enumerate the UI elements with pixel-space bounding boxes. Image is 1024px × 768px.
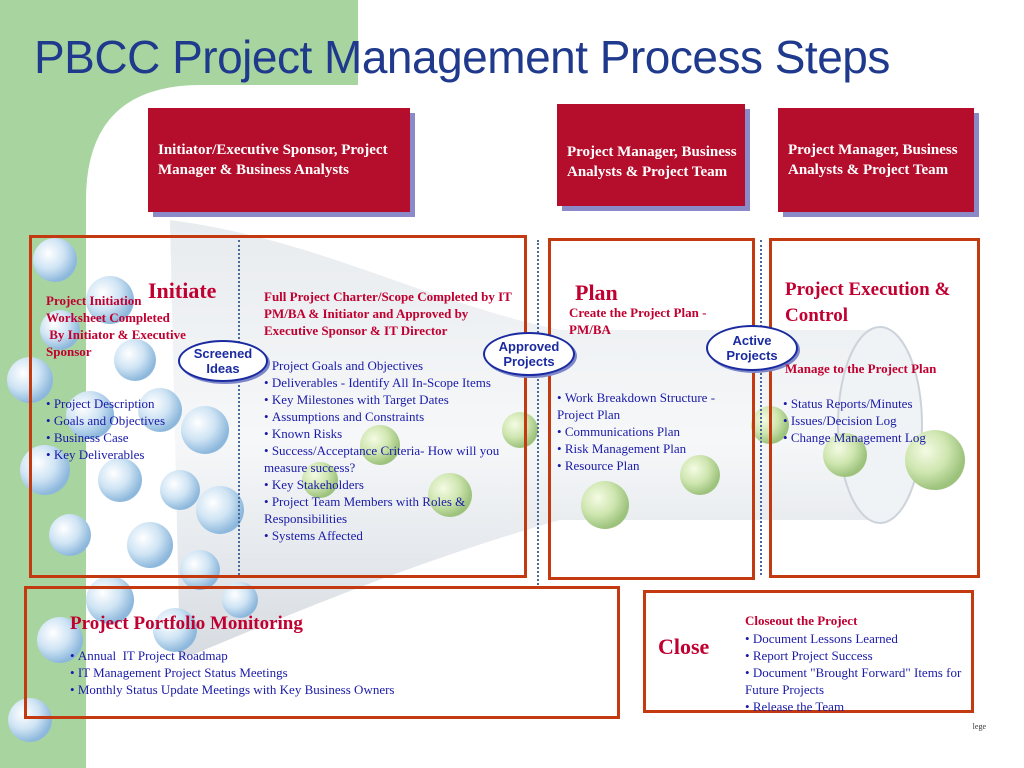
close-items: Document Lessons Learned Report Project … [745,630,967,715]
oval-line: Screened [193,346,253,361]
close-subheading: Closeout the Project [745,613,858,628]
portfolio-frame [24,586,620,719]
list-item: Key Milestones with Target Dates [264,391,514,408]
oval-line: Approved [498,339,560,354]
plan-frame [548,238,755,580]
list-item: Assumptions and Constraints [264,408,514,425]
oval-line: Ideas [206,361,240,376]
role-text: Initiator/Executive Sponsor, Project Man… [158,142,388,178]
list-item: Project Goals and Objectives [264,357,514,374]
list-item: Report Project Success [745,647,967,664]
list-item: Annual IT Project Roadmap [70,647,590,664]
list-item: Project Description [46,395,226,412]
list-item: Change Management Log [783,429,973,446]
list-item: Release the Team [745,698,967,715]
execution-heading: Project Execution & Control [785,279,951,326]
role-box-plan: Project Manager, Business Analysts & Pro… [557,104,745,206]
page-title: PBCC Project Management Process Steps [34,31,890,83]
screened-ideas-oval: Screened Ideas [178,340,268,382]
worksheet-line: Sponsor [46,344,92,359]
list-item: Success/Acceptance Criteria- How will yo… [264,442,514,476]
oval-line: Active [732,333,772,348]
role-box-initiate: Initiator/Executive Sponsor, Project Man… [148,108,410,212]
list-item: Document Lessons Learned [745,630,967,647]
approved-projects-oval: Approved Projects [483,332,575,376]
portfolio-items: Annual IT Project Roadmap IT Management … [70,647,590,698]
divider-initiate [238,240,240,575]
worksheet-line: Worksheet Completed [46,310,170,325]
execution-items: Status Reports/Minutes Issues/Decision L… [783,395,973,446]
list-item: Known Risks [264,425,514,442]
role-box-execution: Project Manager, Business Analysts & Pro… [778,108,974,212]
list-item: Business Case [46,429,226,446]
role-text: Project Manager, Business Analysts & Pro… [788,142,958,178]
list-item: Work Breakdown Structure - Project Plan [557,389,742,423]
list-item: Goals and Objectives [46,412,226,429]
oval-line: Projects [503,354,555,369]
role-text: Project Manager, Business Analysts & Pro… [567,144,737,180]
plan-subheading: Create the Project Plan - PM/BA [569,305,707,337]
divider-execution [760,240,762,575]
plan-items: Work Breakdown Structure - Project Plan … [557,389,742,474]
initiate-heading: Initiate [148,278,217,303]
oval-line: Projects [726,348,778,363]
list-item: Status Reports/Minutes [783,395,973,412]
list-item: Issues/Decision Log [783,412,973,429]
list-item: Monthly Status Update Meetings with Key … [70,681,590,698]
list-item: Key Stakeholders [264,476,514,493]
list-item: Project Team Members with Roles & Respon… [264,493,514,527]
active-projects-oval: Active Projects [706,325,798,371]
portfolio-heading: Project Portfolio Monitoring [70,613,303,634]
execution-frame [769,238,980,578]
charter-heading: Full Project Charter/Scope Completed by … [264,289,512,338]
plan-heading: Plan [575,280,618,305]
initiate-items: Project Description Goals and Objectives… [46,395,226,463]
initiate-worksheet: Project Initiation Worksheet Completed B… [46,292,206,360]
list-item: Document "Brought Forward" Items for Fut… [745,664,967,698]
execution-subheading: Manage to the Project Plan [785,361,937,376]
list-item: Deliverables - Identify All In-Scope Ite… [264,374,514,391]
list-item: Resource Plan [557,457,742,474]
footer-mark: lege [972,722,986,731]
worksheet-line: By Initiator & Executive [46,327,186,342]
list-item: Systems Affected [264,527,514,544]
charter-items: Project Goals and Objectives Deliverable… [264,357,514,544]
worksheet-line: Project Initiation [46,293,142,308]
close-heading: Close [658,634,710,659]
divider-plan [537,240,539,585]
initiate-frame [29,235,527,578]
list-item: Risk Management Plan [557,440,742,457]
list-item: Communications Plan [557,423,742,440]
list-item: IT Management Project Status Meetings [70,664,590,681]
list-item: Key Deliverables [46,446,226,463]
